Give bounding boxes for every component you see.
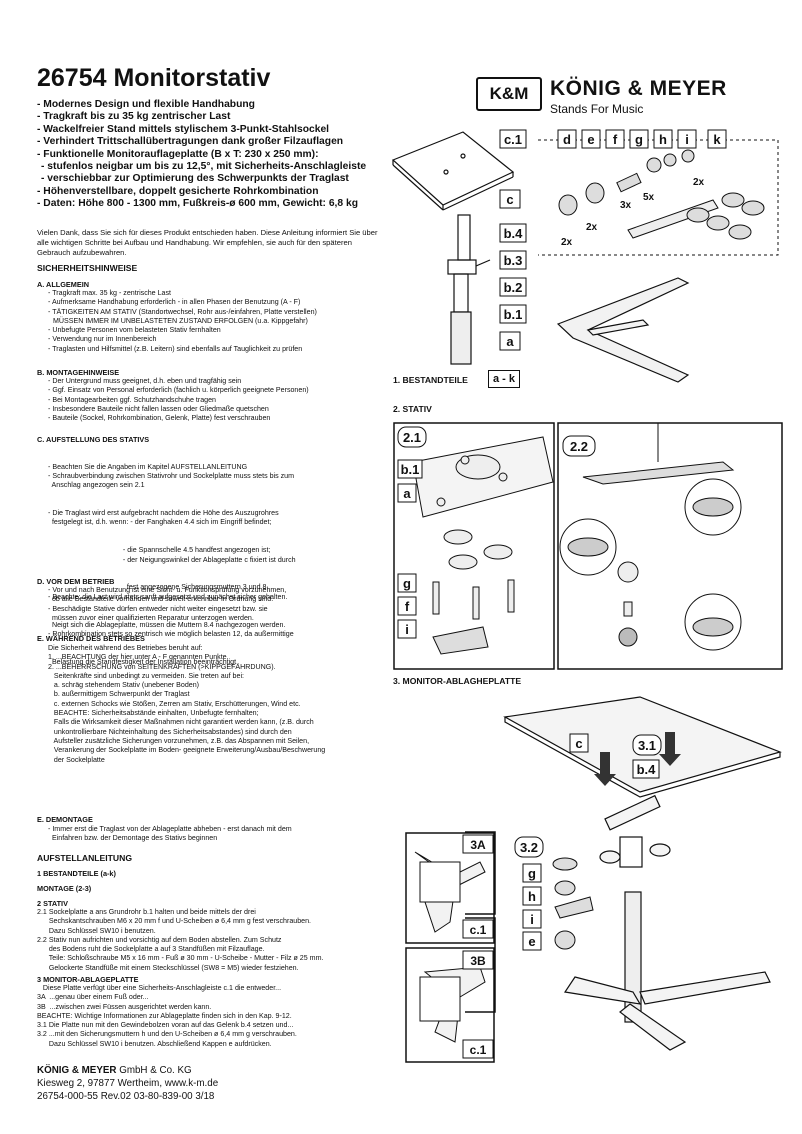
qty-label: 2x <box>561 237 573 248</box>
section-d-text: - Vor und nach Benutzung ist eine Sicht-… <box>48 586 287 622</box>
fig3-label: c.1 <box>470 1043 487 1057</box>
fig3-label: e <box>528 934 535 949</box>
fig2-label: i <box>405 622 409 637</box>
part-label: k <box>713 132 721 147</box>
section-a-title: A. ALLGEMEIN <box>37 280 90 289</box>
qty-label: 2x <box>586 222 598 233</box>
footer-company: KÖNIG & MEYER GmbH & Co. KG <box>37 1065 192 1076</box>
footer-address: Kiesweg 2, 97877 Wertheim, www.k-m.de <box>37 1078 219 1089</box>
part-label: b.3 <box>504 253 523 268</box>
section-e-text: Die Sicherheit während des Betriebes ber… <box>48 644 326 764</box>
part-label: d <box>563 132 571 147</box>
feature-item: - verschiebbar zur Optimierung des Schwe… <box>41 173 349 185</box>
assembly-step1: 1 BESTANDTEILE (a-k) <box>37 869 116 878</box>
figure1-badge: a - k <box>488 370 521 388</box>
qty-label: 3x <box>620 200 632 211</box>
feature-item: - Verhindert Trittschallübertragungen da… <box>37 136 344 148</box>
assembly-heading: AUFSTELLANLEITUNG <box>37 853 133 863</box>
figure1-caption: 1. BESTANDTEILE <box>393 375 468 385</box>
part-label: e <box>587 132 594 147</box>
intro-text: Vielen Dank, dass Sie sich für dieses Pr… <box>37 228 378 257</box>
assembly-montage: MONTAGE (2-3) <box>37 884 92 893</box>
assembly-step2: 2 STATIV <box>37 899 68 908</box>
feature-item: - Höhenverstellbare, doppelt gesicherte … <box>37 185 319 197</box>
assembly-step3-text: Diese Platte verfügt über eine Sicherhei… <box>37 984 297 1048</box>
feature-item: - Daten: Höhe 800 - 1300 mm, Fußkreis-ø … <box>37 198 359 210</box>
section-a-text: - Tragkraft max. 35 kg - zentrische Last… <box>48 289 317 353</box>
km-badge: K&M <box>476 77 542 111</box>
part-label: a <box>506 334 514 349</box>
part-label: c.1 <box>504 132 522 147</box>
fig2-label: a <box>403 486 411 501</box>
fig3-label: c.1 <box>470 923 487 937</box>
feature-item: - Funktionelle Monitorauflageplatte (B x… <box>37 148 319 160</box>
section-b-title: B. MONTAGEHINWEISE <box>37 368 120 377</box>
figure-parts: c.1 c b.4 b.3 b.2 b.1 a d e f g h i k 3x… <box>391 129 779 383</box>
qty-label: 2x <box>693 177 705 188</box>
safety-heading: SICHERHEITSHINWEISE <box>37 263 138 273</box>
fig3-label: h <box>528 889 536 904</box>
feature-list: - Modernes Design und flexible Handhabun… <box>37 99 397 211</box>
part-label: i <box>685 132 689 147</box>
fig3-label: b.4 <box>637 762 657 777</box>
fig2-label: b.1 <box>401 462 420 477</box>
section-c-text: - Beachten Sie die Angaben im Kapitel AU… <box>48 462 296 666</box>
fig3-label: 3A <box>470 838 486 852</box>
part-label: b.1 <box>504 307 523 322</box>
figure-stand-assembly: 2.1 b.1 a g f i 2.2 <box>393 422 783 670</box>
fig3-label: g <box>528 866 536 881</box>
brand-name: KÖNIG & MEYER <box>550 77 727 100</box>
figure2-caption: 2. STATIV <box>393 404 432 414</box>
plate-c-drawing <box>391 131 515 211</box>
fig2-label: 2.1 <box>403 430 421 445</box>
section-d-title: D. VOR DEM BETRIEB <box>37 577 115 586</box>
assembly-step2-text: 2.1 Sockelplatte a ans Grundrohr b.1 hal… <box>37 908 324 972</box>
fig3-label: 3.2 <box>520 840 538 855</box>
fig3-label: i <box>530 912 534 927</box>
section-e-title: E. WÄHREND DES BETRIEBES <box>37 634 145 643</box>
qty-label: 5x <box>643 192 655 203</box>
assembly-step3: 3 MONITOR-ABLAGEPLATTE <box>37 975 139 984</box>
section-f-title: E. DEMONTAGE <box>37 815 93 824</box>
section-f-text: - Immer erst die Traglast von der Ablage… <box>48 825 292 843</box>
small-parts-drawing <box>558 149 765 240</box>
feature-item: - Modernes Design und flexible Handhabun… <box>37 99 255 110</box>
fig2-label: 2.2 <box>570 439 588 454</box>
base-a-drawing <box>556 277 690 383</box>
section-c-title: C. AUFSTELLUNG DES STATIVS <box>37 435 150 444</box>
fig2-label: f <box>405 599 410 614</box>
document-title: 26754 Monitorstativ <box>37 64 271 92</box>
figure3-caption: 3. MONITOR-ABLAGHEPLATTE <box>393 676 522 686</box>
part-label: b.2 <box>504 280 523 295</box>
footer-docinfo: 26754-000-55 Rev.02 03-80-839-00 3/18 <box>37 1091 215 1102</box>
fig3-label: c <box>575 736 582 751</box>
figure-3a-3b: 3A c.1 3B c.1 <box>405 832 495 1063</box>
feature-item: - Tragkraft bis zu 35 kg zentrischer Las… <box>37 111 231 123</box>
fig3-label: 3B <box>470 954 486 968</box>
part-label: g <box>635 132 643 147</box>
part-label: b.4 <box>504 226 524 241</box>
brand-logo: K&M KÖNIG & MEYER Stands For Music <box>476 74 766 116</box>
feature-item: - stufenlos neigbar um bis zu 12,5°, mit… <box>41 161 367 173</box>
fig2-label: g <box>403 576 411 591</box>
section-b-text: - Der Untergrund muss geeignet, d.h. ebe… <box>48 377 309 423</box>
tube-drawing <box>447 214 491 365</box>
part-label: c <box>506 192 513 207</box>
fig3-label: 3.1 <box>638 738 656 753</box>
part-label: h <box>659 132 667 147</box>
part-label: f <box>613 132 618 147</box>
footer: KÖNIG & MEYER GmbH & Co. KG Kiesweg 2, 9… <box>37 1064 218 1103</box>
feature-item: - Wackelfreier Stand mittels stylischem … <box>37 123 330 135</box>
brand-tagline: Stands For Music <box>550 102 644 116</box>
figure-monitor-plate: c 3.1 b.4 3.2 g h i e <box>465 696 782 1051</box>
